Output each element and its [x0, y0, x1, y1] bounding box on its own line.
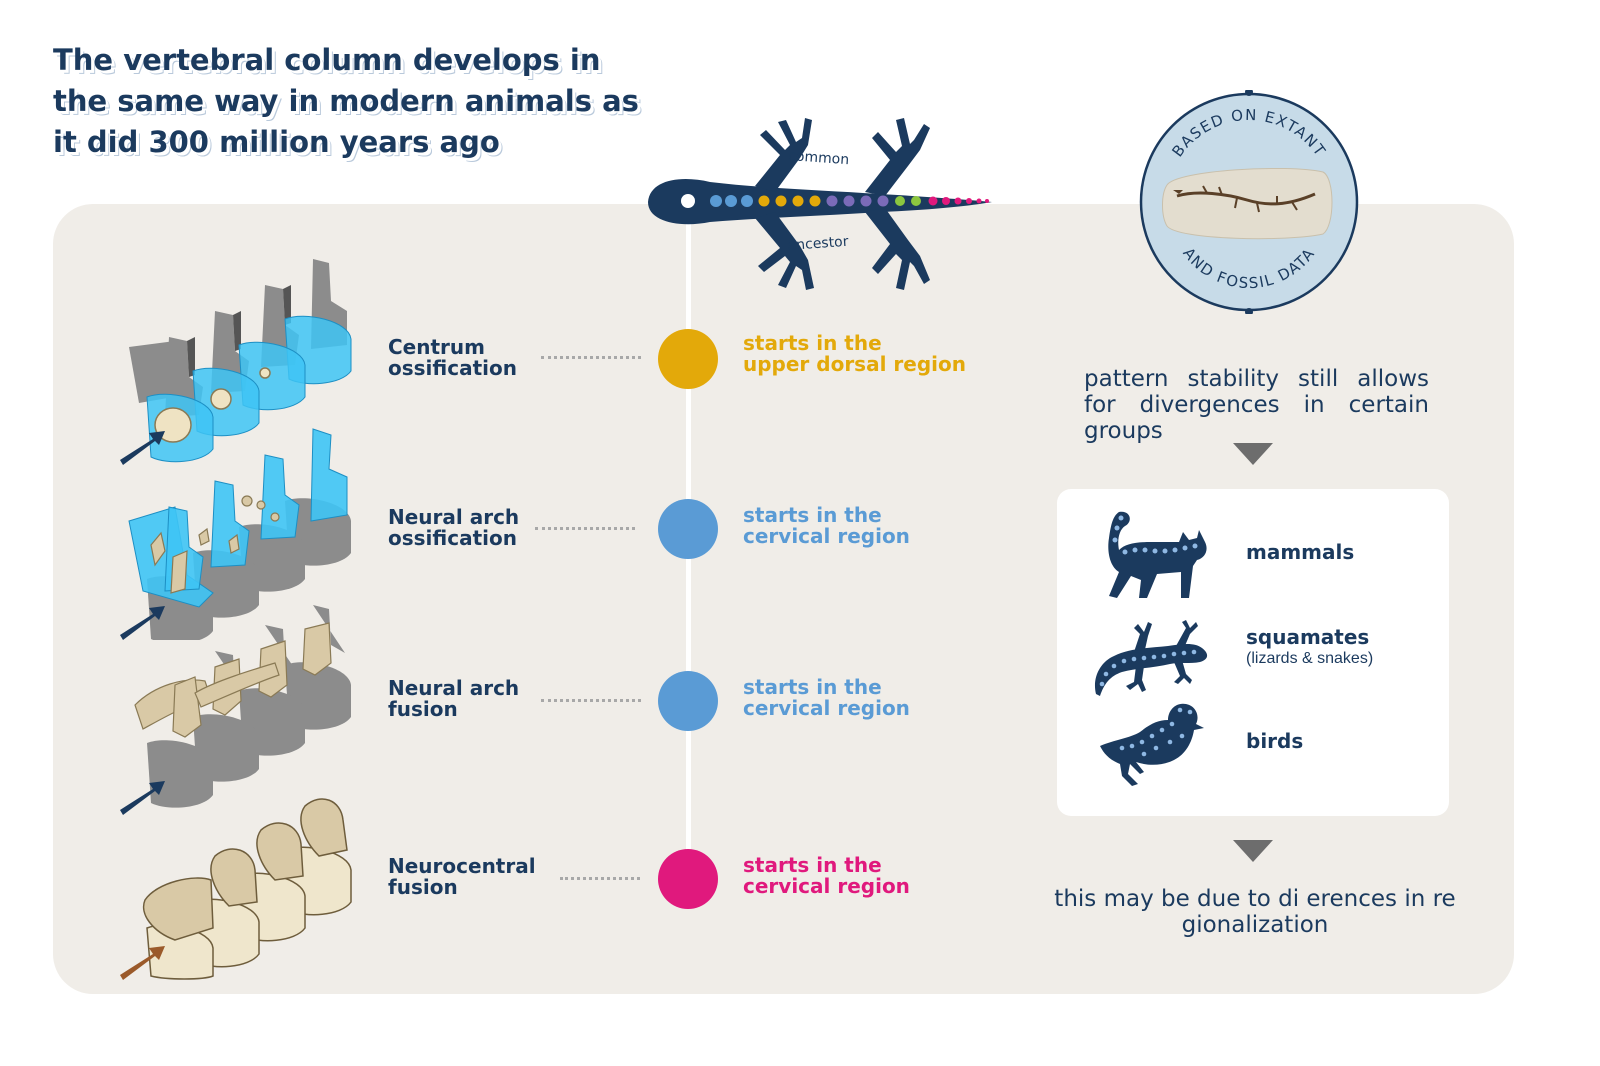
- ancestor-label-top: common: [788, 148, 850, 168]
- stage-node-1: [658, 329, 718, 389]
- connector-dots: [541, 699, 641, 702]
- connector-dots: [535, 527, 635, 530]
- neural-arch-fusion-illustration: [120, 605, 351, 815]
- group-birds: birds: [1246, 729, 1304, 753]
- stage-label-neurocentral-fusion: Neurocentral fusion: [388, 854, 536, 899]
- lizard-icon: [1094, 620, 1208, 696]
- group-mammals: mammals: [1246, 540, 1355, 564]
- stage-label-neural-arch-ossification: Neural arch ossification: [388, 505, 520, 550]
- connector-dots: [560, 877, 640, 880]
- stage-label-neural-arch-fusion: Neural arch fusion: [388, 676, 520, 721]
- cat-icon: [1108, 511, 1207, 598]
- stage-result-4: starts in the cervical region: [743, 853, 910, 898]
- ancestor-salamander-icon: common ancestor: [648, 118, 992, 290]
- group-squamates-note: (lizards & snakes): [1246, 650, 1374, 667]
- fossil-image: [1162, 167, 1333, 240]
- stage-result-3: starts in the cervical region: [743, 675, 910, 720]
- page-title: The vertebral column develops in the sam…: [53, 43, 639, 159]
- conclusion-text: this may be due to di erences in re gion…: [1054, 886, 1456, 938]
- ancestor-label-bottom: ancestor: [787, 234, 849, 254]
- stage-node-3: [658, 671, 718, 731]
- bird-icon: [1100, 703, 1204, 786]
- centrum-ossification-illustration: [120, 259, 352, 465]
- neurocentral-fusion-illustration: [120, 798, 352, 980]
- group-squamates: squamates: [1246, 625, 1370, 649]
- data-source-badge: BASED ON EXTANT AND FOSSIL DATA: [1139, 90, 1359, 314]
- stage-result-1: starts in the upper dorsal region: [743, 331, 966, 376]
- stage-result-2: starts in the cervical region: [743, 503, 910, 548]
- stage-node-2: [658, 499, 718, 559]
- stage-node-4: [658, 849, 718, 909]
- down-arrow-icon: [1233, 840, 1273, 862]
- stage-label-centrum-ossification: Centrum ossification: [388, 335, 517, 380]
- down-arrow-icon: [1233, 443, 1273, 465]
- neural-arch-ossification-illustration: [120, 428, 351, 640]
- stability-text: pattern stability still allows for diver…: [1084, 366, 1429, 444]
- connector-dots: [541, 356, 641, 359]
